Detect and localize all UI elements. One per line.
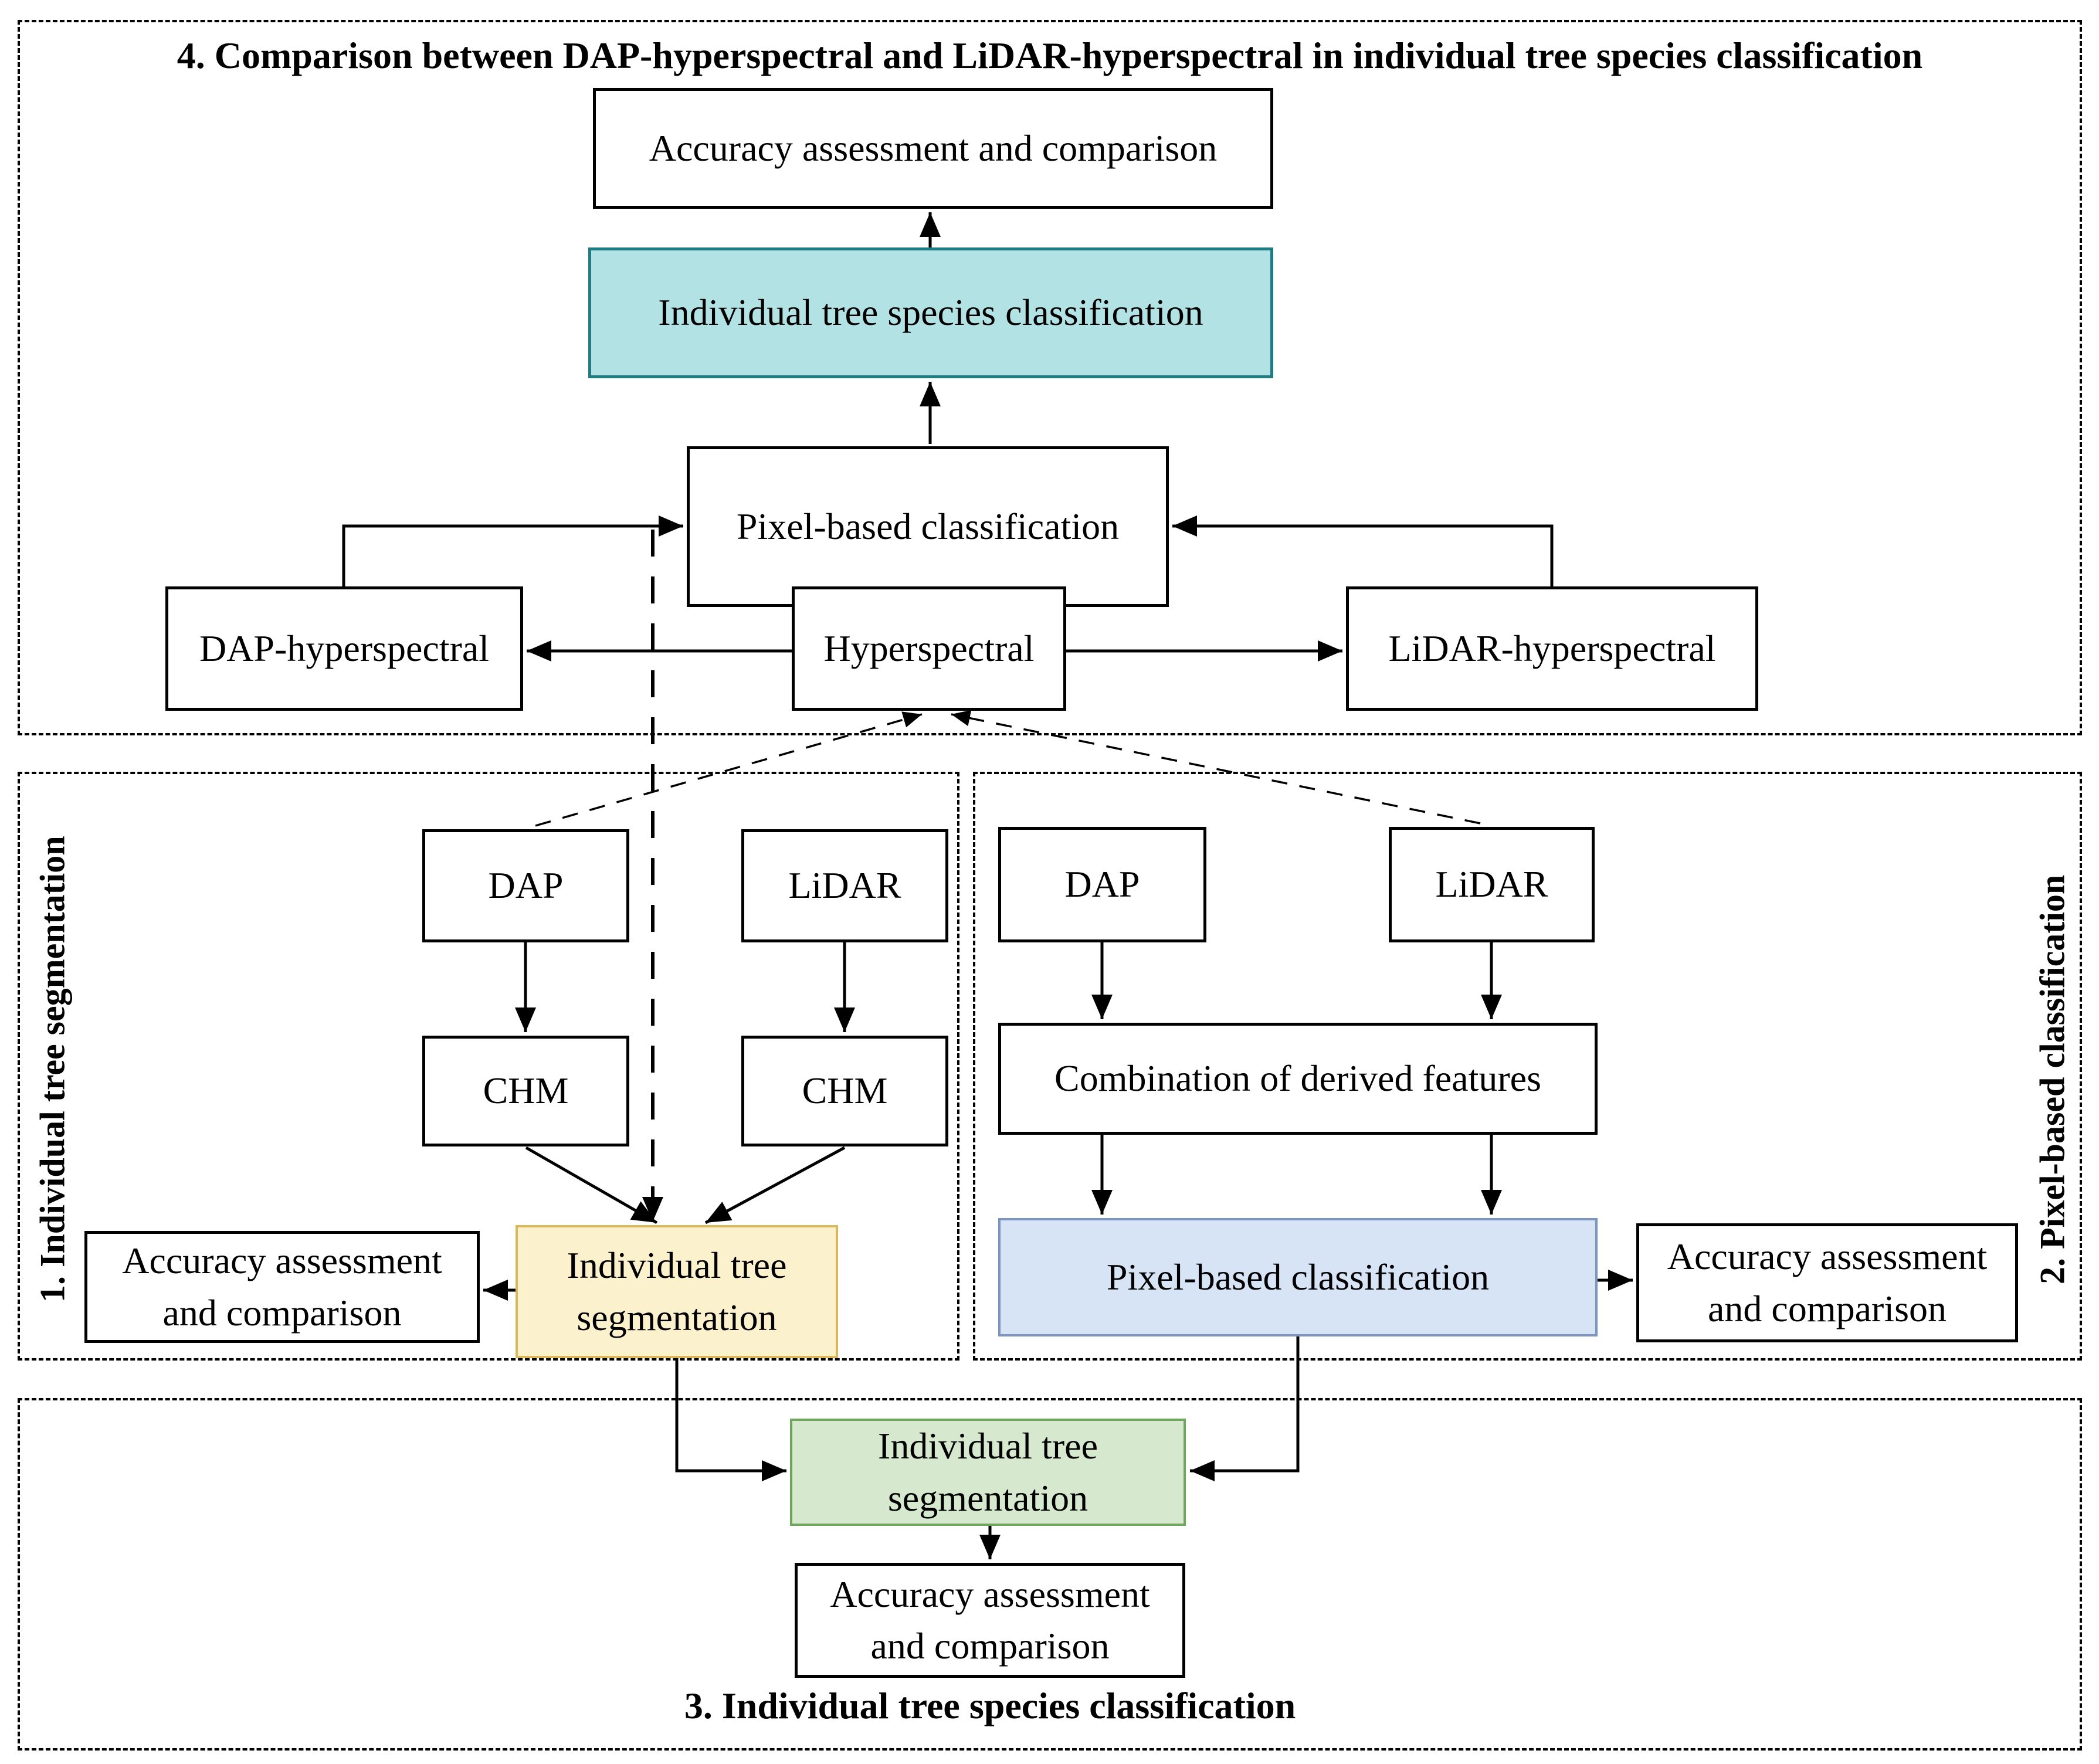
accuracy-assessment-box-section3: Accuracy assessment and comparison	[795, 1563, 1185, 1678]
combination-of-derived-features-box: Combination of derived features	[998, 1023, 1598, 1135]
connector-chm1-to-segmentation	[525, 1146, 658, 1224]
lidar-box-section2: LiDAR	[1389, 827, 1595, 942]
connector-daphyper-to-pixel	[342, 515, 683, 586]
lidar-hyperspectral-box: LiDAR-hyperspectral	[1346, 586, 1758, 711]
accuracy-assessment-box-section4: Accuracy assessment and comparison	[593, 88, 1273, 209]
chm-box-lidar: CHM	[741, 1036, 948, 1146]
accuracy-assessment-box-section2: Accuracy assessment and comparison	[1636, 1223, 2018, 1342]
lidar-box-section1: LiDAR	[741, 829, 948, 942]
connector-dashed-lidar-to-hyperspectral	[951, 710, 1481, 825]
section-4-title: 4. Comparison between DAP-hyperspectral …	[177, 35, 1923, 76]
pixel-based-classification-box-section4: Pixel-based classification	[687, 446, 1169, 607]
accuracy-assessment-box-section1: Accuracy assessment and comparison	[84, 1231, 480, 1343]
section-2-frame	[973, 772, 2082, 1361]
section-1-frame	[18, 772, 959, 1361]
section-1-title: 1. Individual tree segmentation	[33, 836, 72, 1303]
individual-tree-species-classification-box: Individual tree species classification	[588, 247, 1273, 378]
connector-yellow-to-green	[675, 1358, 786, 1481]
section-3-title: 3. Individual tree species classificatio…	[684, 1685, 1296, 1726]
connector-dashed-dap-to-hyperspectral	[535, 711, 923, 827]
section-2-title: 2. Pixel-based classification	[2033, 874, 2072, 1285]
connector-blue-to-green	[1190, 1336, 1300, 1481]
pixel-based-classification-box-section2: Pixel-based classification	[998, 1218, 1598, 1336]
dap-hyperspectral-box: DAP-hyperspectral	[165, 586, 523, 711]
individual-tree-segmentation-box-section1: Individual tree segmentation	[516, 1225, 838, 1358]
connector-chm2-to-segmentation	[704, 1146, 846, 1224]
chm-box-dap: CHM	[422, 1036, 629, 1146]
connector-lidarhyper-to-pixel	[1172, 515, 1554, 586]
dap-box-section2: DAP	[998, 827, 1206, 942]
hyperspectral-box: Hyperspectral	[792, 586, 1066, 711]
dap-box-section1: DAP	[422, 829, 629, 942]
section-4-frame	[18, 20, 2082, 735]
individual-tree-segmentation-box-section3: Individual tree segmentation	[790, 1419, 1186, 1526]
section-3-frame	[18, 1398, 2082, 1751]
